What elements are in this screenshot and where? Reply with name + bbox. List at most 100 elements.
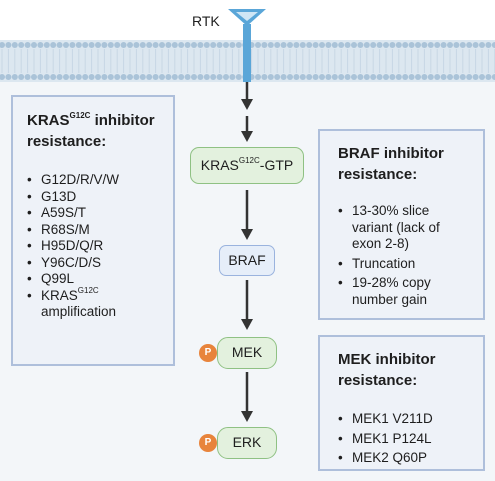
- lipid-head: [267, 74, 274, 80]
- lipid-head: [133, 74, 140, 80]
- kras-amp-superscript: G12C: [77, 286, 99, 295]
- lipid-head: [415, 42, 421, 48]
- lipid-head: [453, 42, 460, 48]
- lipid-head: [114, 42, 121, 48]
- lipid-head: [165, 42, 172, 48]
- kras-title-prefix: KRAS: [27, 112, 70, 129]
- lipid-head: [216, 74, 223, 80]
- lipid-head: [120, 42, 127, 48]
- lipid-head: [191, 74, 197, 80]
- braf-title-line1: BRAF inhibitor: [338, 145, 444, 162]
- mek-node: MEK: [217, 337, 277, 369]
- lipid-head: [31, 42, 37, 48]
- list-item: MEK1 P124L: [338, 431, 473, 448]
- lipid-head: [197, 74, 204, 80]
- lipid-head: [357, 74, 364, 80]
- lipid-head: [69, 74, 76, 80]
- kras-amp-prefix: KRAS: [41, 287, 78, 303]
- mek-resistance-panel: MEK inhibitor resistance: MEK1 V211D MEK…: [318, 335, 485, 471]
- lipid-head: [63, 74, 69, 80]
- mek-resistance-title: MEK inhibitor resistance:: [338, 349, 473, 391]
- kras-gtp-suffix: -GTP: [259, 157, 294, 173]
- kras-gtp-superscript: G12C: [238, 156, 260, 166]
- lipid-head: [146, 42, 153, 48]
- lipid-head: [223, 42, 229, 48]
- list-item: MEK2 Q60P: [338, 450, 473, 467]
- list-item: A59S/T: [27, 205, 163, 222]
- kras-amp-line2: amplification: [41, 304, 117, 319]
- lipid-head: [351, 42, 357, 48]
- lipid-head: [229, 42, 236, 48]
- lipid-head: [37, 74, 44, 80]
- braf-item-2-line1: Truncation: [352, 255, 416, 271]
- lipid-head: [363, 42, 370, 48]
- lipid-head: [383, 42, 389, 48]
- lipid-head: [223, 74, 229, 80]
- lipid-head: [255, 42, 261, 48]
- lipid-head: [95, 74, 101, 80]
- lipid-head: [203, 74, 210, 80]
- lipid-head: [152, 74, 159, 80]
- lipid-head: [216, 42, 223, 48]
- lipid-head: [75, 42, 82, 48]
- list-item: Truncation: [338, 256, 473, 273]
- lipid-head: [338, 42, 345, 48]
- lipid-head: [274, 42, 281, 48]
- list-item: G13D: [27, 189, 163, 206]
- lipid-head: [159, 74, 165, 80]
- kras-resistance-panel: KRASG12C inhibitor resistance: G12D/R/V/…: [11, 95, 175, 366]
- kras-resistance-title: KRASG12C inhibitor resistance:: [27, 110, 163, 152]
- lipid-head: [319, 74, 325, 80]
- lipid-head: [434, 74, 441, 80]
- lipid-head: [5, 42, 12, 48]
- lipid-head: [37, 42, 44, 48]
- lipid-head: [95, 42, 101, 48]
- lipid-head: [325, 42, 332, 48]
- lipid-head: [69, 42, 76, 48]
- braf-item-3-line2: number gain: [352, 291, 428, 307]
- lipid-head: [434, 42, 441, 48]
- lipid-head: [197, 42, 204, 48]
- lipid-head: [184, 74, 191, 80]
- list-item: R68S/M: [27, 222, 163, 239]
- lipid-head: [427, 42, 434, 48]
- lipid-head: [171, 74, 178, 80]
- lipid-head: [453, 74, 460, 80]
- braf-title-line2: resistance:: [338, 166, 418, 183]
- lipid-head: [18, 42, 25, 48]
- lipid-head: [178, 42, 185, 48]
- list-item: Y96C/D/S: [27, 255, 163, 272]
- lipid-head: [235, 74, 242, 80]
- lipid-head: [178, 74, 185, 80]
- lipid-head: [139, 74, 146, 80]
- lipid-head: [383, 74, 389, 80]
- lipid-head: [485, 42, 492, 48]
- kras-gtp-node: KRASG12C-GTP: [190, 147, 304, 184]
- mek-label: MEK: [231, 344, 263, 360]
- lipid-head: [415, 74, 421, 80]
- mek-phosphate-icon: P: [199, 344, 217, 362]
- signaling-arrows: [241, 82, 253, 422]
- lipid-head: [440, 74, 447, 80]
- lipid-head: [338, 74, 345, 80]
- lipid-head: [293, 42, 300, 48]
- lipid-head: [447, 74, 453, 80]
- lipid-head: [255, 74, 261, 80]
- lipid-head: [191, 42, 197, 48]
- lipid-head: [357, 42, 364, 48]
- lipid-head: [306, 42, 313, 48]
- lipid-head: [43, 42, 50, 48]
- lipid-head: [114, 74, 121, 80]
- lipid-head: [299, 74, 306, 80]
- lipid-head: [11, 42, 18, 48]
- braf-resistance-panel: BRAF inhibitor resistance: 13-30% slice …: [318, 129, 485, 320]
- lipid-head: [331, 74, 338, 80]
- lipid-head: [408, 74, 415, 80]
- braf-node: BRAF: [219, 245, 275, 276]
- braf-item-1-line2: variant (lack of: [352, 219, 440, 235]
- erk-phosphate-icon: P: [199, 434, 217, 452]
- lipid-head: [287, 42, 293, 48]
- lipid-head: [319, 42, 325, 48]
- lipid-head: [421, 42, 428, 48]
- braf-label: BRAF: [228, 252, 266, 268]
